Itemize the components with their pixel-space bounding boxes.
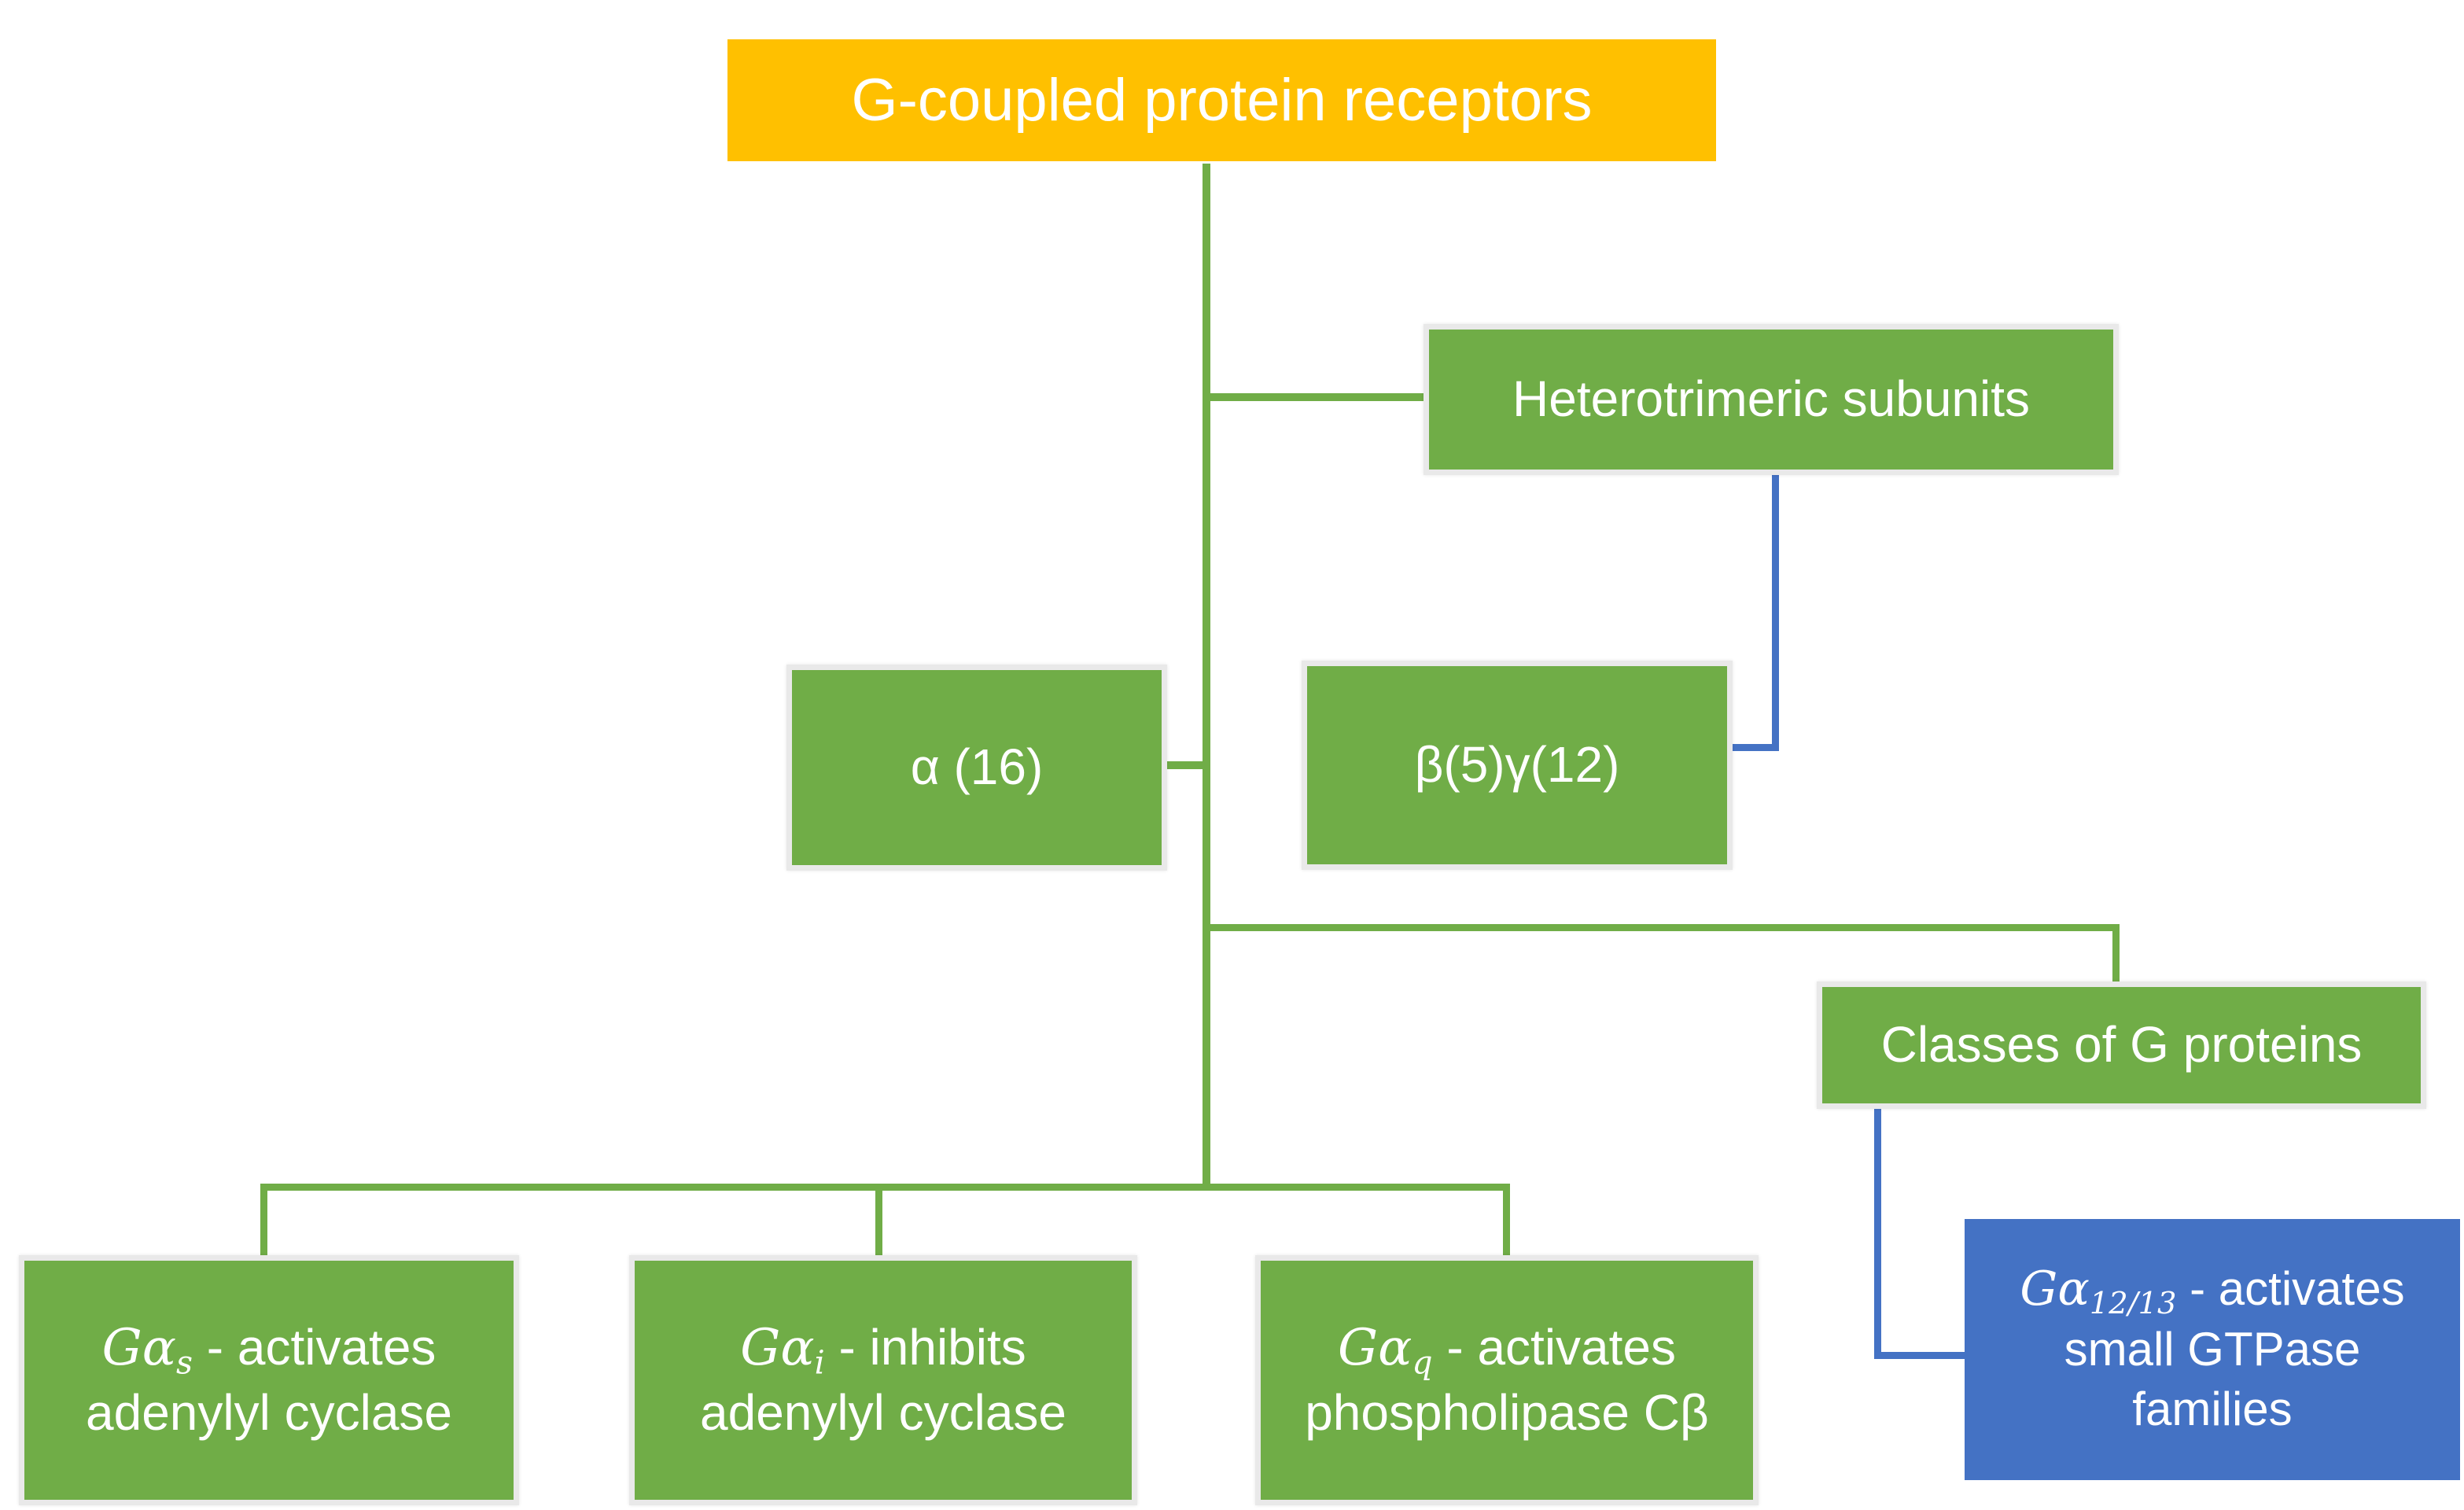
connector-beta-gamma-blue-horizontal-line — [1733, 744, 1779, 751]
g-alpha-i-symbol: Gαi — [740, 1318, 825, 1382]
g-alpha-12-13-label: Gα12/13 - activates small GTPase familie… — [2020, 1261, 2405, 1436]
g-alpha-s-symbol: Gαs — [101, 1318, 193, 1382]
g-alpha-q-label: Gαq - activates phospholipase Cβ — [1305, 1318, 1709, 1441]
connector-classes-branch-vertical-line — [2112, 924, 2120, 984]
connector-alpha-stub-line — [1167, 761, 1203, 769]
connector-bottom-stub-middle-line — [875, 1184, 882, 1255]
g-alpha-12-13-box: Gα12/13 - activates small GTPase familie… — [1965, 1219, 2460, 1480]
connector-bottom-stub-left-line — [260, 1184, 267, 1255]
classes-of-g-proteins-label: Classes of G proteins — [1880, 1016, 2363, 1074]
alpha-subunit-box: α (16) — [786, 665, 1167, 871]
classes-of-g-proteins-box: Classes of G proteins — [1817, 982, 2426, 1109]
g-alpha-i-label: Gαi - inhibits adenylyl cyclase — [700, 1318, 1066, 1441]
connector-heterotrimeric-branch-line — [1203, 393, 1424, 401]
g-alpha-i-box: Gαi - inhibits adenylyl cyclase — [629, 1255, 1137, 1505]
gpcr-title-label: G-coupled protein receptors — [851, 66, 1593, 134]
g-alpha-12-13-symbol: Gα12/13 — [2020, 1261, 2177, 1321]
connector-bottom-branch-line — [260, 1184, 1510, 1191]
beta-gamma-subunit-label: β(5)γ(12) — [1414, 736, 1620, 794]
connector-beta-gamma-blue-vertical-line — [1772, 475, 1779, 751]
g-alpha-s-label: Gαs - activates adenylyl cyclase — [86, 1318, 452, 1441]
connector-classes-branch-horizontal-line — [1203, 924, 2120, 931]
g-alpha-q-box: Gαq - activates phospholipase Cβ — [1255, 1255, 1759, 1505]
alpha-subunit-label: α (16) — [910, 738, 1044, 796]
beta-gamma-subunit-box: β(5)γ(12) — [1302, 661, 1733, 870]
connector-main-vertical-line — [1203, 164, 1210, 1191]
gpcr-title-box: G-coupled protein receptors — [727, 39, 1716, 161]
g-alpha-q-symbol: Gαq — [1338, 1318, 1433, 1382]
connector-gtpase-blue-horizontal-line — [1874, 1352, 1965, 1359]
heterotrimeric-subunits-box: Heterotrimeric subunits — [1424, 324, 2119, 475]
heterotrimeric-subunits-label: Heterotrimeric subunits — [1512, 370, 2030, 428]
connector-bottom-stub-right-line — [1503, 1184, 1510, 1255]
g-alpha-s-box: Gαs - activates adenylyl cyclase — [19, 1255, 519, 1505]
connector-gtpase-blue-vertical-line — [1874, 1109, 1881, 1359]
